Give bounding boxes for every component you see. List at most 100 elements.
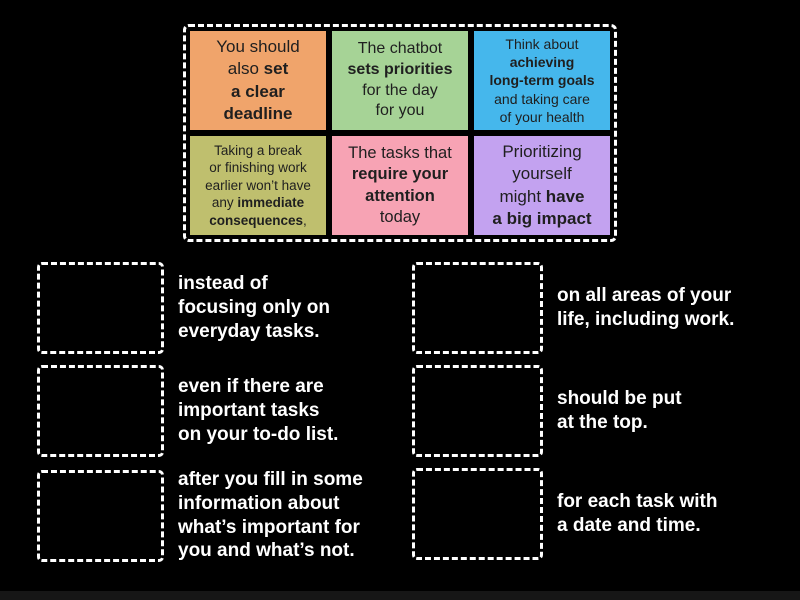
card-text-segment: deadline	[223, 103, 293, 123]
card-text-line: The chatbot	[358, 39, 443, 60]
answer-text-line: you and what’s not.	[178, 540, 355, 562]
card-text-line: consequences,	[209, 212, 307, 230]
answer-text-line: what’s important for	[178, 516, 360, 538]
card-text-segment: a clear	[231, 81, 285, 101]
card-text-line: The tasks that	[348, 143, 452, 164]
card-text-line: sets priorities	[348, 60, 453, 81]
card-text-segment: for you	[375, 102, 425, 120]
card-text-segment: yourself	[512, 164, 572, 184]
card-text-segment: today	[379, 207, 421, 226]
card-text-segment: achieving	[509, 54, 575, 71]
answer-text-line: should be put	[557, 388, 682, 410]
card-text-line: Taking a break	[214, 142, 302, 160]
card-text-segment: ,	[303, 212, 307, 228]
card-text-line: or finishing work	[209, 159, 307, 177]
card-text-segment: The chatbot	[357, 39, 443, 57]
answer-text-line: a date and time.	[557, 515, 701, 536]
card-text-line: Think about	[505, 35, 578, 53]
card-text-segment: consequences	[209, 212, 304, 228]
drop-slot[interactable]	[37, 469, 164, 562]
drop-slot[interactable]	[412, 262, 543, 354]
card-text-line: for you	[376, 101, 425, 122]
card-text-line: today	[380, 207, 420, 228]
card-text-line: Prioritizing	[502, 141, 581, 163]
card-text-line: of your health	[500, 108, 585, 126]
card-text-line: long-term goals	[489, 71, 594, 89]
card-text-line: any immediate	[212, 194, 304, 212]
drop-slot[interactable]	[412, 365, 543, 457]
card-text-line: also set	[228, 58, 289, 80]
card-text-line: yourself	[512, 163, 572, 185]
card-text-segment: a big impact	[492, 208, 592, 228]
answer-text-line: life, including work.	[557, 309, 735, 330]
card-text-line: attention	[365, 186, 435, 207]
card-text-segment: for the day	[362, 81, 438, 99]
answer-text-line: information about	[178, 492, 340, 514]
card-text-segment: or finishing work	[209, 160, 307, 176]
answer-text-line: at the top.	[557, 412, 648, 433]
answer-text-line: focusing only on	[178, 297, 330, 319]
card-text-segment: attention	[365, 186, 435, 205]
card-text-segment: sets priorities	[347, 60, 453, 78]
card-tasks-require-attention[interactable]: The tasks that require your attention today	[332, 136, 468, 235]
answer-text-line: on all areas of your	[557, 285, 732, 307]
card-text-segment: Taking a break	[214, 142, 302, 158]
drop-slot[interactable]	[412, 468, 543, 560]
answer-text-line: after you fill in some	[178, 469, 363, 490]
answer-text-line: even if there are	[178, 376, 324, 398]
drop-slot[interactable]	[37, 262, 164, 354]
card-text-segment: set	[263, 59, 289, 79]
card-text-line: deadline	[224, 103, 293, 125]
footer-bar	[0, 591, 800, 600]
card-text-segment: require your	[351, 165, 449, 184]
card-text-line: earlier won’t have	[205, 177, 311, 195]
card-text-segment: and taking care	[494, 90, 590, 107]
card-text-line: and taking care	[494, 90, 590, 108]
card-text-segment: any	[211, 195, 238, 211]
answer-text-line: important tasks	[178, 400, 320, 422]
card-text-segment: The tasks that	[348, 143, 452, 162]
card-text-line: achieving	[510, 53, 575, 71]
card-text-segment: might	[499, 186, 546, 206]
card-chatbot-sets-priorities[interactable]: The chatbot sets priorities for the day for…	[332, 31, 468, 130]
card-text-segment: also	[227, 59, 264, 79]
card-text-line: a big impact	[492, 208, 591, 230]
card-text-segment: earlier won’t have	[205, 177, 311, 193]
answer-text-line: instead of	[178, 273, 268, 295]
card-text-line: for the day	[362, 81, 438, 102]
answer-text-line: on your to-do list.	[178, 423, 339, 445]
card-text-segment: of your health	[499, 108, 585, 125]
answer-text-line: everyday tasks.	[178, 320, 320, 342]
card-text-line: You should	[216, 36, 300, 58]
card-text-segment: You should	[216, 37, 300, 57]
card-text-segment: have	[545, 186, 585, 206]
card-text-line: might have	[499, 186, 584, 208]
card-text-segment: immediate	[237, 195, 305, 211]
drop-slot[interactable]	[37, 365, 164, 457]
card-text-segment: Think about	[505, 36, 579, 53]
card-text-line: require your	[352, 164, 448, 185]
answer-text-line: for each task with	[557, 491, 718, 513]
card-text-segment: Prioritizing	[502, 142, 582, 162]
card-text-line: a clear	[231, 81, 285, 103]
